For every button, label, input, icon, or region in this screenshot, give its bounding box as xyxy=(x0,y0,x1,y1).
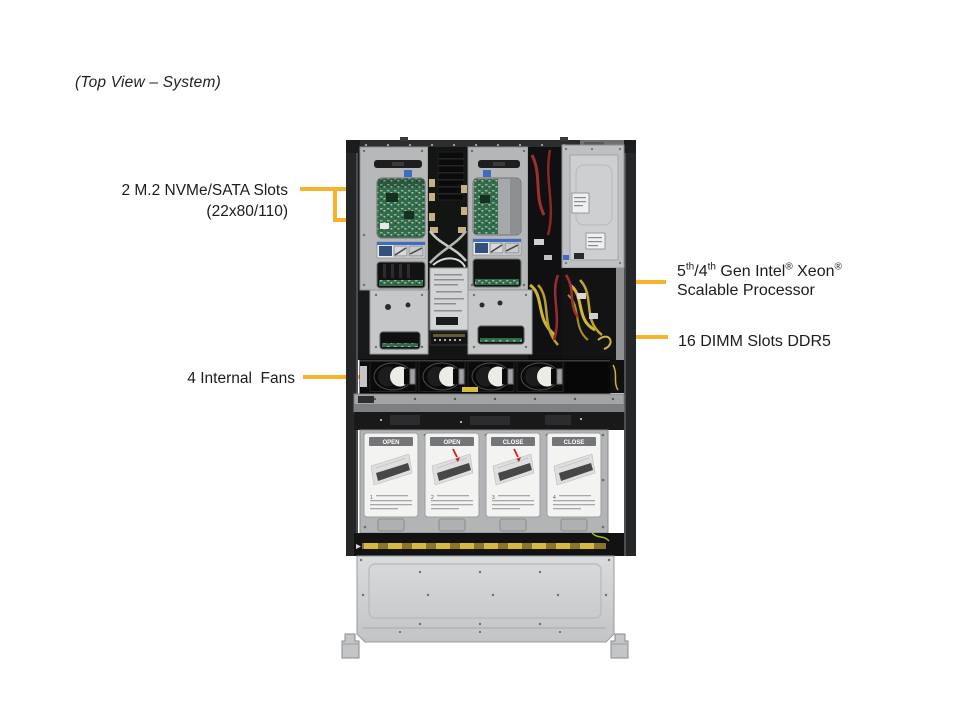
cable-zone-lower xyxy=(562,268,624,360)
label-m2-slots: 2 M.2 NVMe/SATA Slots (22x80/110) xyxy=(88,180,288,222)
svg-text:4: 4 xyxy=(553,495,556,501)
tray-card-3: CLOSE 3 xyxy=(485,432,541,518)
mounting-ear-right xyxy=(610,633,629,659)
server-top-view-illustration: OPEN 1 OPEN 2 xyxy=(341,137,636,659)
fan-1 xyxy=(369,361,417,392)
callout-fans-line xyxy=(303,375,368,379)
drive-tray-panel: OPEN 1 OPEN 2 xyxy=(359,429,609,534)
fan-2 xyxy=(418,361,466,392)
svg-text:2: 2 xyxy=(431,495,434,501)
connector-row xyxy=(429,331,469,346)
tray-card-1: OPEN 1 xyxy=(363,432,419,518)
tray-card-2: OPEN 2 xyxy=(424,432,480,518)
red-cable xyxy=(564,274,580,318)
tray-tabs xyxy=(377,518,588,532)
green-wire xyxy=(591,532,610,542)
fan-4 xyxy=(516,361,564,392)
svg-text:OPEN: OPEN xyxy=(382,440,399,446)
card-header xyxy=(552,437,596,446)
red-cable xyxy=(530,154,546,216)
cable-zone-upper xyxy=(528,147,562,360)
heatsink xyxy=(437,151,465,201)
bottom-cover xyxy=(341,555,629,659)
svg-text:3: 3 xyxy=(492,495,495,501)
mounting-ear-left xyxy=(341,633,360,659)
svg-text:OPEN: OPEN xyxy=(443,440,460,446)
red-cable xyxy=(546,149,553,236)
red-cable xyxy=(552,274,560,341)
page-title: (Top View – System) xyxy=(75,74,221,91)
label-m2-line2: (22x80/110) xyxy=(206,203,288,220)
cpu-shroud-right xyxy=(467,289,533,355)
cable xyxy=(432,257,466,268)
svg-text:1: 1 xyxy=(370,495,373,501)
card-header xyxy=(430,437,474,446)
label-dimm-slots: 16 DIMM Slots DDR5 xyxy=(678,333,831,350)
card-header xyxy=(491,437,535,446)
red-arrow xyxy=(513,448,519,458)
callout-m2-vertical xyxy=(333,187,337,222)
red-arrow xyxy=(452,448,458,458)
cpu-shroud-left xyxy=(369,289,429,355)
sticker xyxy=(571,192,590,214)
label-processor: 5th/4th Gen Intel® Xeon® Scalable Proces… xyxy=(677,262,842,300)
connectors xyxy=(429,179,467,233)
yellow-sticker xyxy=(462,387,478,392)
right-riser-cage xyxy=(467,146,529,291)
label-processor-line1: 5th/4th Gen Intel® Xeon® xyxy=(677,261,842,280)
card-header xyxy=(369,437,413,446)
fan-blank xyxy=(565,361,608,392)
support-bar xyxy=(353,393,625,430)
svg-text:CLOSE: CLOSE xyxy=(503,440,524,446)
left-riser-cage xyxy=(359,146,429,291)
label-internal-fans: 4 Internal Fans xyxy=(187,370,295,387)
barcode xyxy=(436,317,458,325)
blue-label xyxy=(404,170,412,177)
label-processor-line2: Scalable Processor xyxy=(677,282,815,299)
yellow-cable xyxy=(569,283,596,332)
yellow-cable xyxy=(579,279,603,336)
blue-label xyxy=(483,170,491,177)
fan-row xyxy=(359,359,624,394)
tray-card-4: CLOSE 4 xyxy=(546,432,602,518)
svg-text:CLOSE: CLOSE xyxy=(564,440,585,446)
label-m2-line1: 2 M.2 NVMe/SATA Slots xyxy=(121,182,288,199)
lower-band xyxy=(354,532,624,556)
cable xyxy=(428,230,467,262)
fan-3 xyxy=(467,361,515,392)
motherboard-center xyxy=(428,147,469,360)
psu-bay xyxy=(561,140,625,269)
cable xyxy=(429,230,468,264)
